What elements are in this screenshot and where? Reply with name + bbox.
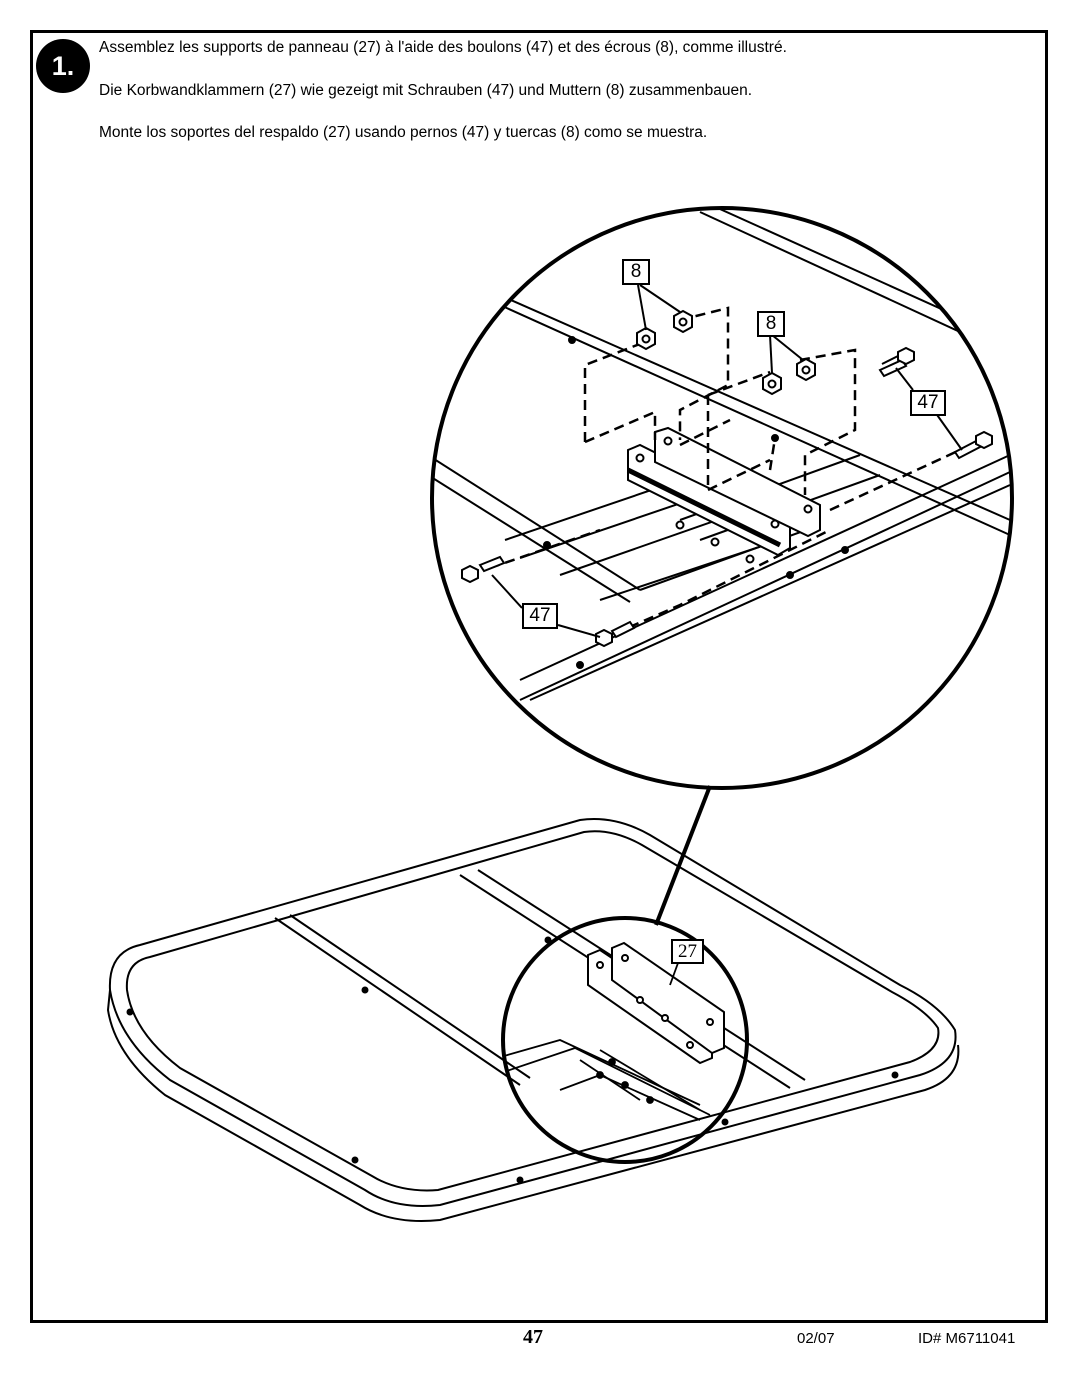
bracket-plate-icon <box>626 426 821 564</box>
bracket-plate-small <box>587 941 725 1065</box>
small-detail-view <box>503 1039 711 1121</box>
hex-nut-icon <box>636 309 816 396</box>
leader-lines <box>491 284 963 638</box>
instruction-german: Die Korbwandklammern (27) wie gezeigt mi… <box>99 82 753 99</box>
callout-bolt-47-left: 47 <box>522 603 558 629</box>
callout-nut-8-b: 8 <box>757 311 785 337</box>
backboard-frame <box>106 818 960 1222</box>
footer-doc-id: ID# M6711041 <box>918 1330 1016 1347</box>
page-frame <box>30 30 1048 1323</box>
page-number: 47 <box>523 1326 543 1348</box>
instruction-spanish: Monte los soportes del respaldo (27) usa… <box>99 124 708 141</box>
zoom-circle-large <box>430 206 1014 790</box>
callout-bracket-27: 27 <box>671 939 704 964</box>
step-number-badge: 1. <box>36 39 90 93</box>
hex-bolt-icon <box>461 346 993 648</box>
instruction-french: Assemblez les supports de panneau (27) à… <box>99 39 787 56</box>
zoom-detail-view <box>432 208 1011 701</box>
leader-line-27 <box>669 962 679 986</box>
footer-date: 02/07 <box>797 1330 835 1347</box>
callout-nut-8-a: 8 <box>622 259 650 285</box>
zoom-circle-small <box>501 916 749 1164</box>
callout-bolt-47-right: 47 <box>910 390 946 416</box>
alignment-lines <box>489 306 961 642</box>
